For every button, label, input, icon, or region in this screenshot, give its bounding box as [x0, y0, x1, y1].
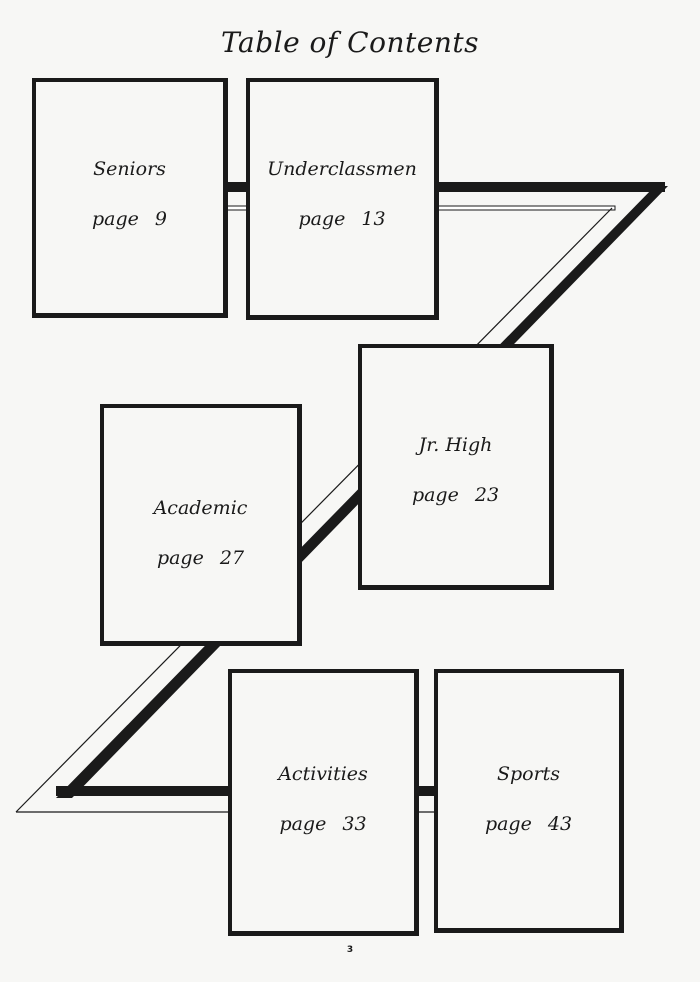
toc-entry-name: Jr. High	[418, 434, 493, 456]
page-title: Table of Contents	[221, 26, 479, 59]
toc-entry-seniors[interactable]: Seniors page 9	[32, 78, 228, 318]
toc-entry-underclassmen[interactable]: Underclassmen page 13	[246, 78, 439, 320]
toc-entry-page: page 9	[91, 208, 168, 230]
page-number: 3	[346, 945, 354, 955]
toc-entry-page: page 23	[411, 484, 500, 506]
toc-entry-page: page 13	[298, 208, 386, 230]
toc-entry-academic[interactable]: Academic page 27	[100, 404, 302, 646]
toc-entry-name: Activities	[278, 763, 368, 785]
toc-entry-name: Seniors	[93, 158, 166, 180]
toc-entry-name: Underclassmen	[267, 158, 417, 180]
toc-entry-name: Sports	[496, 763, 561, 785]
toc-entry-activities[interactable]: Activities page 33	[228, 669, 419, 936]
toc-entry-name: Academic	[153, 497, 248, 519]
toc-entry-sports[interactable]: Sports page 43	[434, 669, 624, 933]
toc-entry-page: page 33	[279, 813, 367, 835]
toc-entry-jr-high[interactable]: Jr. High page 23	[358, 344, 554, 590]
toc-entry-page: page 27	[156, 547, 245, 569]
toc-entry-page: page 43	[484, 813, 573, 835]
